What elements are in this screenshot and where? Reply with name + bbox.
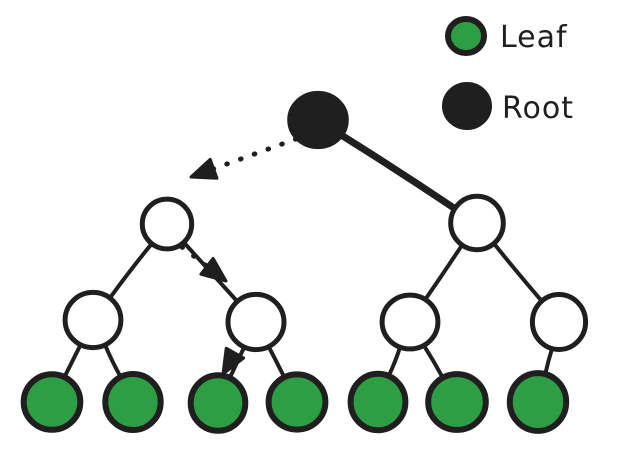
tree-edges-layer [61, 130, 555, 382]
legend-leaf-green-filled-circle-icon [445, 16, 487, 56]
arrow-root-to-left-arrowhead-icon [189, 157, 219, 180]
tree-node-leaf-4-leaf[interactable] [265, 371, 329, 433]
tree-edge-n-ll-to-leaf-2 [102, 340, 124, 381]
arrow-left-to-lr-arrowhead-icon [199, 256, 228, 283]
arrow-left-to-lr-shaft [179, 244, 210, 269]
tree-node-leaf-3-leaf[interactable] [187, 372, 249, 434]
tree-edge-n-r-to-n-rr [490, 240, 546, 305]
arrow-root-to-left-shaft [211, 136, 299, 172]
tree-edge-n-rl-to-leaf-6 [420, 341, 446, 382]
legend-leaf-label: Leaf [500, 20, 568, 55]
tree-edge-n-l-to-n-ll [106, 240, 155, 303]
legend-root-black-filled-circle-icon [442, 82, 492, 130]
traversal-arrows-layer [179, 136, 299, 376]
tree-node-root-root[interactable] [287, 90, 349, 150]
tree-node-n-lr-internal[interactable] [225, 291, 287, 353]
tree-edge-n-r-to-n-rl [422, 241, 465, 304]
arrow-lr-to-leaf3-arrowhead-icon [221, 346, 246, 376]
tree-node-n-ll-internal[interactable] [62, 289, 124, 351]
tree-node-n-rr-internal[interactable] [529, 292, 589, 352]
tree-node-leaf-7-leaf[interactable] [506, 370, 570, 434]
tree-edge-n-lr-to-leaf-4 [265, 342, 288, 381]
tree-node-leaf-6-leaf[interactable] [425, 371, 489, 433]
tree-edge-n-rl-to-leaf-5 [385, 343, 403, 380]
tree-edge-root-to-n-r [336, 130, 460, 213]
tree-node-leaf-5-leaf[interactable] [347, 370, 409, 434]
tree-node-n-r-internal[interactable] [448, 193, 506, 253]
tree-node-n-l-internal[interactable] [139, 196, 195, 252]
legend-root-label: Root [502, 91, 574, 126]
tree-node-n-rl-internal[interactable] [379, 292, 441, 352]
tree-edge-n-ll-to-leaf-1 [61, 340, 84, 381]
tree-nodes-layer [20, 90, 589, 434]
tree-node-leaf-1-leaf[interactable] [20, 371, 84, 433]
tree-node-leaf-2-leaf[interactable] [102, 371, 164, 433]
